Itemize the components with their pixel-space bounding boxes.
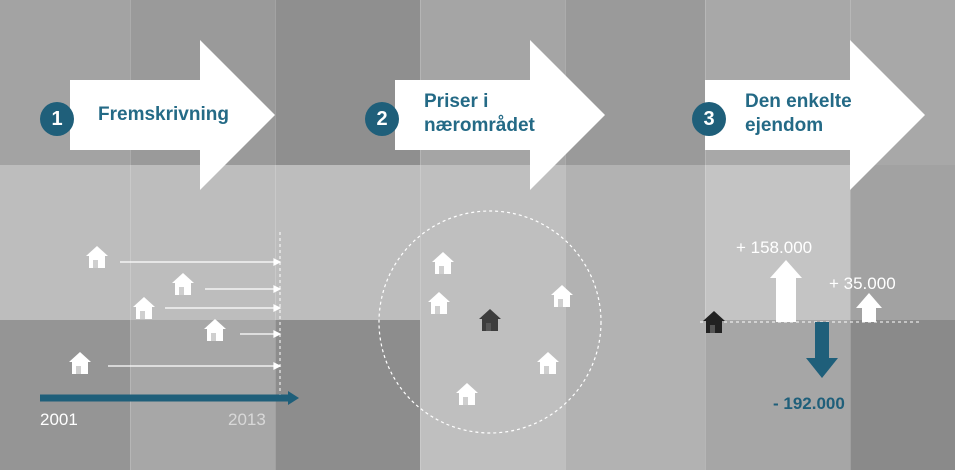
bg-tile	[565, 165, 705, 470]
step-title: Fremskrivning	[98, 103, 229, 127]
up-arrow-small	[856, 293, 882, 322]
step-title: Priser i nærområdet	[424, 90, 535, 138]
projection-arrowhead	[273, 304, 282, 312]
step-title: Den enkelte ejendom	[745, 90, 852, 138]
house-icon	[204, 319, 226, 341]
step-title-line: Den enkelte	[745, 91, 852, 112]
timeline-start-label: 2001	[40, 410, 78, 429]
house-icon	[432, 252, 454, 274]
arrow-right-icon	[70, 40, 275, 190]
grid-line	[705, 0, 706, 470]
house-icon	[703, 311, 725, 333]
projection-arrowhead	[273, 330, 282, 338]
projection-arrowhead	[273, 258, 282, 266]
bg-tile	[850, 165, 955, 320]
grid-line	[565, 0, 566, 470]
step-number-badge: 3	[692, 102, 726, 136]
bg-tile	[850, 320, 955, 470]
house-icon	[172, 273, 194, 295]
up-value-large-label: + 158.000	[736, 238, 813, 257]
step-title-line: Fremskrivning	[98, 104, 229, 125]
grid-line	[420, 0, 421, 470]
bg-tile	[275, 320, 420, 470]
step-number-badge: 1	[40, 102, 74, 136]
timeline-arrowhead	[288, 391, 299, 405]
house-icon	[479, 309, 501, 331]
step-title-line: nærområdet	[424, 115, 535, 136]
projection-arrowhead	[273, 285, 282, 293]
step-title-line: ejendom	[745, 115, 824, 136]
step-title-line: Priser i	[424, 91, 489, 112]
down-arrow	[806, 322, 838, 378]
grid-line	[130, 0, 131, 470]
step-number-badge: 2	[365, 102, 399, 136]
house-icon	[86, 246, 108, 268]
projection-arrowhead	[273, 362, 282, 370]
projection-panel	[40, 232, 299, 405]
house-icon	[428, 292, 450, 314]
house-icon	[69, 352, 91, 374]
arrow-right-icon	[705, 40, 925, 190]
timeline-end-label: 2013	[228, 410, 266, 429]
up-value-small-label: + 35.000	[829, 274, 896, 293]
house-icon	[133, 297, 155, 319]
arrow-right-icon	[395, 40, 605, 190]
up-arrow-large	[770, 260, 802, 322]
house-icon	[537, 352, 559, 374]
house-icon	[456, 383, 478, 405]
house-icon	[551, 285, 573, 307]
grid-line	[850, 0, 851, 470]
grid-line	[275, 0, 276, 470]
bg-tile	[0, 165, 420, 320]
down-value-label: - 192.000	[773, 394, 845, 413]
